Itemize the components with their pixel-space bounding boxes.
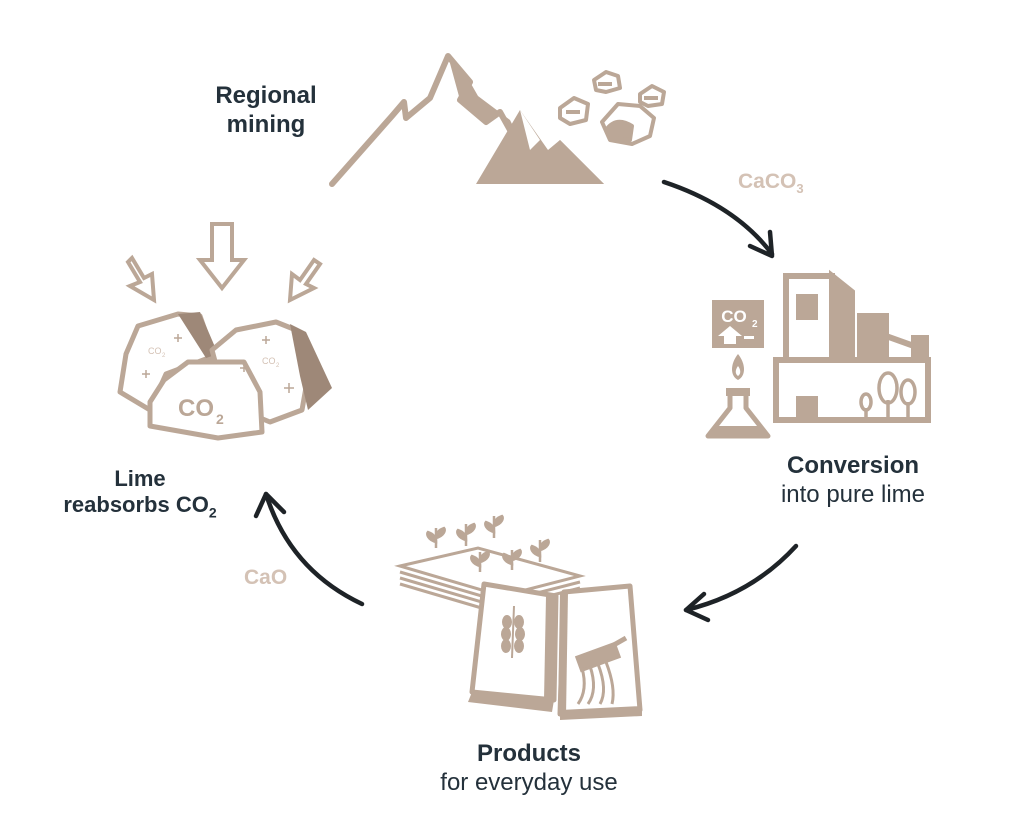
flask-burner-icon: [705, 354, 771, 439]
mining-line1: Regional: [215, 82, 317, 109]
co2-sign-icon: CO 2: [712, 300, 764, 348]
caco3-label: CaCO3: [738, 170, 804, 196]
factory-icon: [773, 269, 931, 423]
stage-reabsorb-label: Lime reabsorbs CO2: [40, 466, 240, 522]
mountain-icon: [329, 53, 604, 187]
cao-text: CaO: [244, 566, 288, 589]
caco3-main: CaCO: [738, 170, 797, 193]
cycle-arrow-icon: [253, 179, 799, 623]
reabsorb-line2-main: reabsorbs CO: [63, 492, 209, 518]
down-arrow-icon: [125, 222, 323, 304]
svg-text:CO: CO: [262, 356, 276, 366]
reabsorb-line2-sub: 2: [208, 504, 217, 521]
co2-main-label: CO: [178, 395, 214, 422]
caco3-sub: 3: [796, 181, 804, 197]
stage-conversion-label: Conversion into pure lime: [748, 452, 958, 510]
svg-text:2: 2: [752, 319, 758, 330]
rocks-icon: [558, 70, 666, 146]
stage-products-label: Products for everyday use: [404, 740, 654, 798]
conversion-subtitle: into pure lime: [780, 480, 926, 508]
cao-label: CaO: [244, 566, 287, 590]
reabsorb-line1: Lime: [114, 466, 166, 491]
products-subtitle: for everyday use: [440, 768, 618, 796]
co2-main-sub: 2: [216, 411, 224, 427]
plants: [426, 514, 550, 572]
mining-line2: mining: [226, 110, 306, 138]
svg-text:CO: CO: [721, 307, 747, 326]
tree-icon: [859, 371, 917, 418]
svg-text:CO: CO: [148, 346, 162, 356]
brush-icon: [574, 635, 628, 705]
conversion-title: Conversion: [786, 452, 920, 479]
lime-rocks-icon: CO 2 CO 2 CO 2: [117, 311, 332, 441]
stage-mining-label: Regional mining: [196, 82, 336, 140]
svg-text:2: 2: [162, 353, 166, 359]
svg-text:2: 2: [276, 363, 280, 369]
products-title: Products: [476, 740, 581, 767]
sack-icon: [468, 581, 643, 720]
reabsorb-line2: reabsorbs CO2: [40, 492, 240, 521]
